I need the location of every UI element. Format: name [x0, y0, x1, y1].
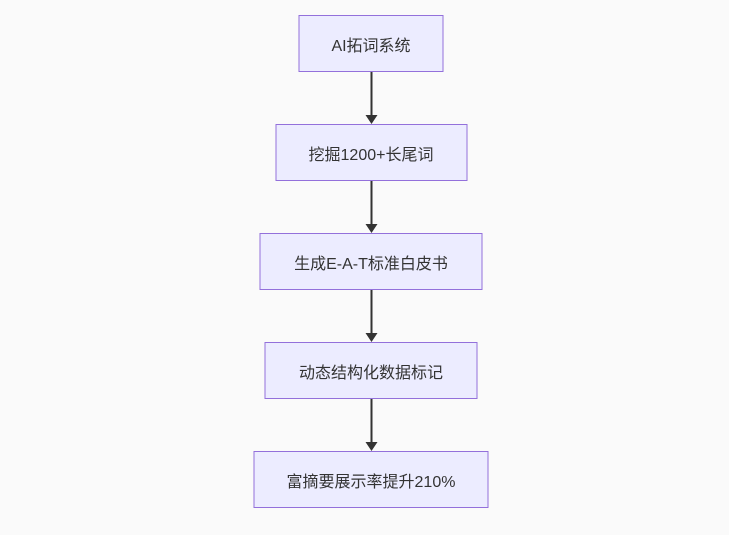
flowchart-edge-1: [365, 72, 377, 124]
flowchart-node-eat-whitepaper: 生成E-A-T标准白皮书: [259, 233, 483, 290]
arrow-down-icon: [365, 115, 377, 124]
edge-line: [370, 290, 372, 333]
flowchart-node-ai-system: AI拓词系统: [298, 15, 444, 72]
edge-line: [370, 72, 372, 115]
node-label: AI拓词系统: [331, 37, 411, 55]
node-label: 富摘要展示率提升210%: [286, 473, 456, 491]
flowchart-node-longtail-keywords: 挖掘1200+长尾词: [275, 124, 467, 181]
arrow-down-icon: [365, 333, 377, 342]
flowchart: AI拓词系统 挖掘1200+长尾词 生成E-A-T标准白皮书 动态结构化数据标记…: [253, 15, 489, 508]
arrow-down-icon: [365, 442, 377, 451]
node-label: 动态结构化数据标记: [298, 364, 443, 382]
node-label: 挖掘1200+长尾词: [308, 146, 434, 164]
flowchart-edge-4: [365, 399, 377, 451]
flowchart-node-structured-data: 动态结构化数据标记: [264, 342, 478, 399]
edge-line: [370, 399, 372, 442]
flowchart-node-rich-snippet-rate: 富摘要展示率提升210%: [253, 451, 489, 508]
edge-line: [370, 181, 372, 224]
flowchart-edge-2: [365, 181, 377, 233]
arrow-down-icon: [365, 224, 377, 233]
flowchart-edge-3: [365, 290, 377, 342]
node-label: 生成E-A-T标准白皮书: [294, 255, 448, 273]
